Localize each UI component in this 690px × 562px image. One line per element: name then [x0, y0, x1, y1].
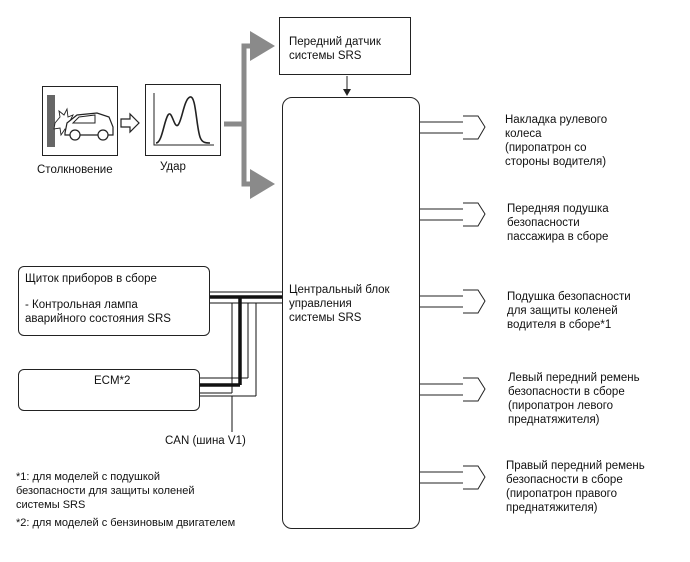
car-crash-icon: [47, 91, 114, 151]
srs-warning-lamp-label: - Контрольная лампа аварийного состояния…: [25, 299, 171, 325]
output-label-steering-pad: Накладка рулевого колеса (пиропатрон со …: [505, 114, 608, 168]
ecm-label: ECM*2: [94, 375, 131, 387]
impact-graph-box: [145, 84, 221, 156]
output-label-knee-airbag: Подушка безопасности для защиты коленей …: [507, 291, 631, 331]
ecm-box: ECM*2: [18, 369, 200, 411]
collision-label: Столкновение: [37, 164, 113, 176]
center-unit-label: Центральный блок управления системы SRS: [289, 284, 390, 324]
can-bus-label: CAN (шина V1): [165, 435, 246, 447]
footnote-2: *2: для моделей с бензиновым двигателем: [16, 517, 236, 529]
impact-signal-arrows: [224, 31, 275, 199]
collision-image-box: [42, 86, 118, 156]
collision-to-impact-arrow: [120, 112, 140, 134]
impact-waveform-icon: [153, 93, 214, 146]
front-sensor-to-center-arrow: [343, 76, 351, 96]
center-airbag-sensor-box: Центральный блок управления системы SRS: [282, 97, 420, 529]
output-label-right-seatbelt: Правый передний ремень безопасности в сб…: [506, 460, 645, 514]
footnote-1: *1: для моделей с подушкой безопасности …: [16, 471, 195, 511]
front-srs-sensor-box: Передний датчик системы SRS: [279, 17, 411, 75]
impact-label: Удар: [160, 161, 186, 173]
combination-meter-title: Щиток приборов в сборе: [25, 273, 157, 285]
can-bus-wires: [200, 291, 282, 432]
output-wires: [420, 115, 486, 490]
output-label-left-seatbelt: Левый передний ремень безопасности в сбо…: [508, 372, 640, 426]
output-label-passenger-airbag: Передняя подушка безопасности пассажира …: [507, 203, 609, 243]
combination-meter-box: Щиток приборов в сборе - Контрольная лам…: [18, 266, 210, 336]
front-sensor-label: Передний датчик системы SRS: [289, 36, 381, 62]
